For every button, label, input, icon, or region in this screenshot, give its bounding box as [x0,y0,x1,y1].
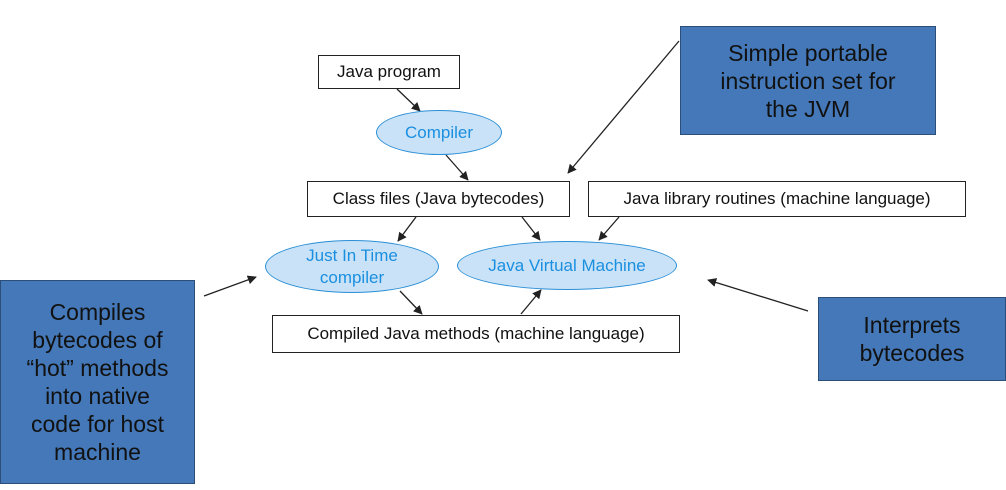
jit-callout-line3: “hot” methods [26,355,169,381]
instruction-set-line2: instruction set for [720,67,896,94]
jvm-label: Java Virtual Machine [488,255,646,275]
jit-compiler-oval: Just In Time compiler [265,240,439,293]
arrow-compiled-to-jvm [520,289,542,315]
class-files-box: Class files (Java bytecodes) [307,181,570,217]
instruction-set-line3: the JVM [765,95,851,122]
jit-compiler-label-line2: compiler [319,267,385,287]
interprets-line2: bytecodes [859,340,965,366]
callout-arrow-jit [203,275,257,297]
arrow-classfiles-to-jvm [521,216,541,241]
java-program-label: Java program [337,62,441,81]
interprets-line1: Interprets [863,312,961,338]
jit-compiler-label-line1: Just In Time [306,245,398,265]
jit-callout-line4: into native [45,383,150,409]
jit-callout-line6: machine [54,439,141,465]
class-files-label: Class files (Java bytecodes) [332,189,545,208]
java-library-label: Java library routines (machine language) [623,189,931,208]
compiled-methods-box: Compiled Java methods (machine language) [272,315,680,353]
jit-callout: Compiles bytecodes of “hot” methods into… [0,280,195,484]
jvm-oval: Java Virtual Machine [457,241,677,290]
compiler-oval: Compiler [376,110,502,155]
jit-callout-line5: code for host [31,411,164,437]
interprets-callout: Interprets bytecodes [818,297,1006,381]
java-library-box: Java library routines (machine language) [588,181,966,217]
arrow-program-to-compiler [396,88,421,112]
arrow-compiler-to-classfiles [445,154,469,181]
instruction-set-callout: Simple portable instruction set for the … [680,26,936,135]
jit-callout-line1: Compiles [49,299,146,325]
compiler-label: Compiler [404,122,474,142]
java-program-box: Java program [318,55,460,89]
callout-arrow-interprets [707,278,809,312]
arrow-jit-to-compiled [399,290,423,315]
instruction-set-line1: Simple portable [728,39,888,66]
jit-callout-line2: bytecodes of [32,327,163,353]
arrow-library-to-jvm [598,216,620,241]
arrow-classfiles-to-jit [397,216,417,242]
compiled-methods-label: Compiled Java methods (machine language) [307,324,645,343]
callout-arrow-instruction-set [567,40,680,174]
